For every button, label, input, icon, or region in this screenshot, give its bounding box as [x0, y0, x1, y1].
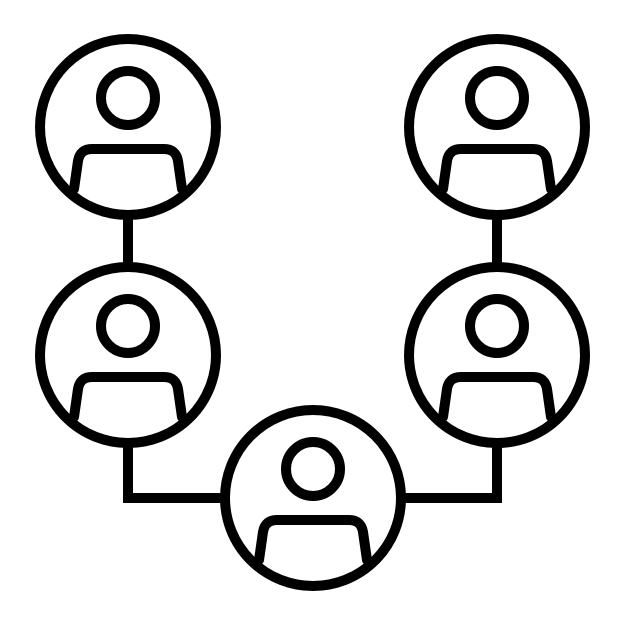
user-head — [281, 437, 345, 501]
user-head — [465, 66, 529, 130]
user-body — [254, 515, 372, 565]
user-node-top-left — [35, 34, 221, 220]
user-node-middle-left — [35, 262, 221, 448]
user-body — [69, 372, 187, 422]
connector-line-3 — [401, 443, 502, 503]
user-icon — [438, 294, 556, 422]
user-body — [69, 144, 187, 194]
user-icon — [69, 66, 187, 194]
user-body — [438, 144, 556, 194]
user-icon — [69, 294, 187, 422]
user-icon — [254, 437, 372, 565]
user-nodes — [35, 34, 590, 591]
user-node-bottom-center — [220, 405, 406, 591]
user-node-middle-right — [404, 262, 590, 448]
user-node-top-right — [404, 34, 590, 220]
user-head — [96, 294, 160, 358]
connections — [123, 215, 502, 503]
user-icon — [438, 66, 556, 194]
connector-line-2 — [123, 443, 225, 503]
user-head — [465, 294, 529, 358]
user-head — [96, 66, 160, 130]
user-body — [438, 372, 556, 422]
